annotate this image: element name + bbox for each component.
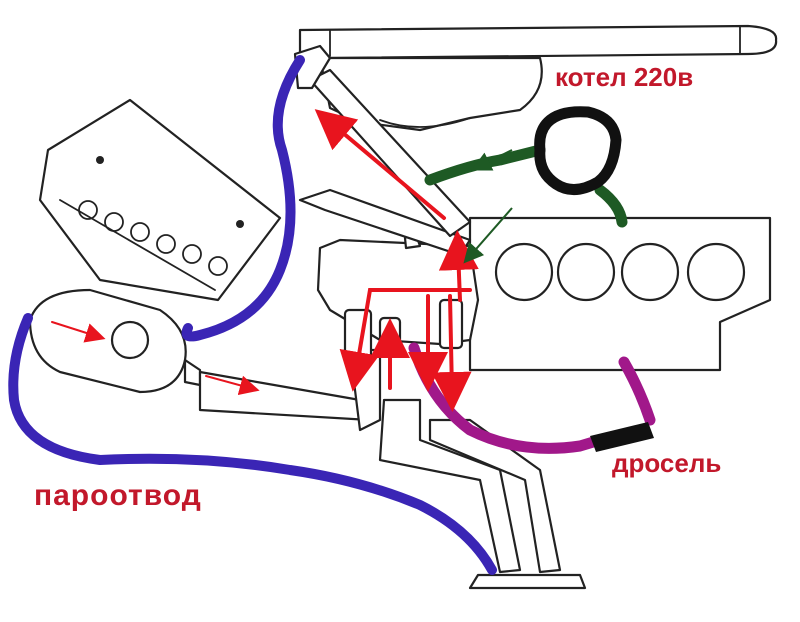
label-throttle: дросель [612,448,721,478]
hose-vapor-vent [8,55,497,575]
hose-coupling-black [590,422,654,452]
hose-boiler [424,106,628,228]
fuse-box [38,98,282,302]
cylinder-1 [494,242,554,302]
expansion-tank [318,56,543,132]
cylinder-3 [620,242,680,302]
cylinder-4 [686,242,746,302]
circle-icon [96,156,104,164]
engine-block [468,216,772,372]
gear-icon [78,200,228,276]
cylinder-2 [556,242,616,302]
reservoir-cap [110,320,150,360]
coolant-reservoir [28,288,202,394]
label-vapor-vent: пароотвод [34,479,202,512]
label-boiler: котел 220в [555,62,693,92]
top-pipe [298,24,778,60]
flow-arrows [51,109,513,412]
circle-icon [236,220,244,228]
boiler-pump [534,106,622,195]
